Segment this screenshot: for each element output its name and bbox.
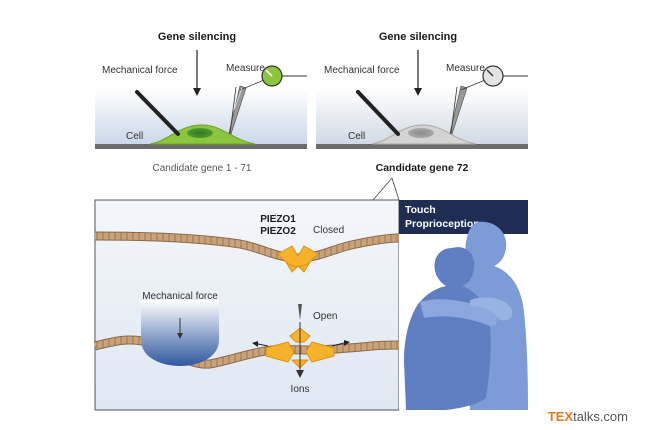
callout-line-right xyxy=(391,177,400,201)
right-title: Gene silencing xyxy=(379,31,457,43)
right-nucleus xyxy=(408,128,434,138)
brand-part-1: TEX xyxy=(548,409,574,424)
right-meter-needle xyxy=(486,69,494,77)
callout-line-left xyxy=(372,177,393,201)
left-experiment-panel: Gene silencing Mechanical force Measure … xyxy=(95,31,307,174)
left-meter-needle xyxy=(265,69,273,77)
ions-label: Ions xyxy=(291,384,310,395)
sidebar-line-2: Proprioception xyxy=(405,218,480,230)
detail-force-label: Mechanical force xyxy=(142,291,218,302)
ion-cone xyxy=(298,304,302,320)
left-down-arrowhead xyxy=(193,88,201,96)
left-substrate xyxy=(95,144,307,149)
touch-proprioception-panel: Touch Proprioception xyxy=(399,200,528,410)
left-title: Gene silencing xyxy=(158,31,236,43)
left-force-rod xyxy=(135,90,180,136)
left-cell-label: Cell xyxy=(126,131,143,142)
left-pipette xyxy=(228,85,247,135)
sidebar-line-1: Touch xyxy=(405,204,436,216)
left-tension-arrow xyxy=(257,343,269,347)
detail-frame xyxy=(94,199,400,411)
left-measure-label: Measure xyxy=(226,63,265,74)
right-force-rod xyxy=(356,90,400,136)
right-force-label: Mechanical force xyxy=(324,65,400,76)
right-down-arrowhead xyxy=(414,88,422,96)
left-force-label: Mechanical force xyxy=(102,65,178,76)
right-experiment-panel: Gene silencing Mechanical force Measure … xyxy=(316,31,528,174)
right-pipette xyxy=(449,85,468,135)
hugging-people-illustration xyxy=(404,221,528,410)
channel-name-2: PIEZO2 xyxy=(260,226,296,237)
open-label: Open xyxy=(313,311,337,322)
right-cell-label: Cell xyxy=(348,131,365,142)
sidebar-header xyxy=(399,200,528,234)
channel-name-1: PIEZO1 xyxy=(260,214,296,225)
brand-part-2: talks.com xyxy=(573,409,628,424)
left-caption: Candidate gene 1 - 71 xyxy=(153,163,252,174)
closed-label: Closed xyxy=(313,225,344,236)
detail-panel: PIEZO1 PIEZO2 Closed Open Ions Mechanica… xyxy=(93,177,400,411)
right-measure-label: Measure xyxy=(446,63,485,74)
brand-logo: TEXtalks.com xyxy=(548,409,628,424)
right-tension-arrow xyxy=(331,342,345,347)
piezo-closed-channel xyxy=(277,245,319,273)
right-caption: Candidate gene 72 xyxy=(376,162,469,174)
piezo-open-channel xyxy=(265,327,335,369)
right-substrate xyxy=(316,144,528,149)
left-nucleus xyxy=(187,128,213,138)
